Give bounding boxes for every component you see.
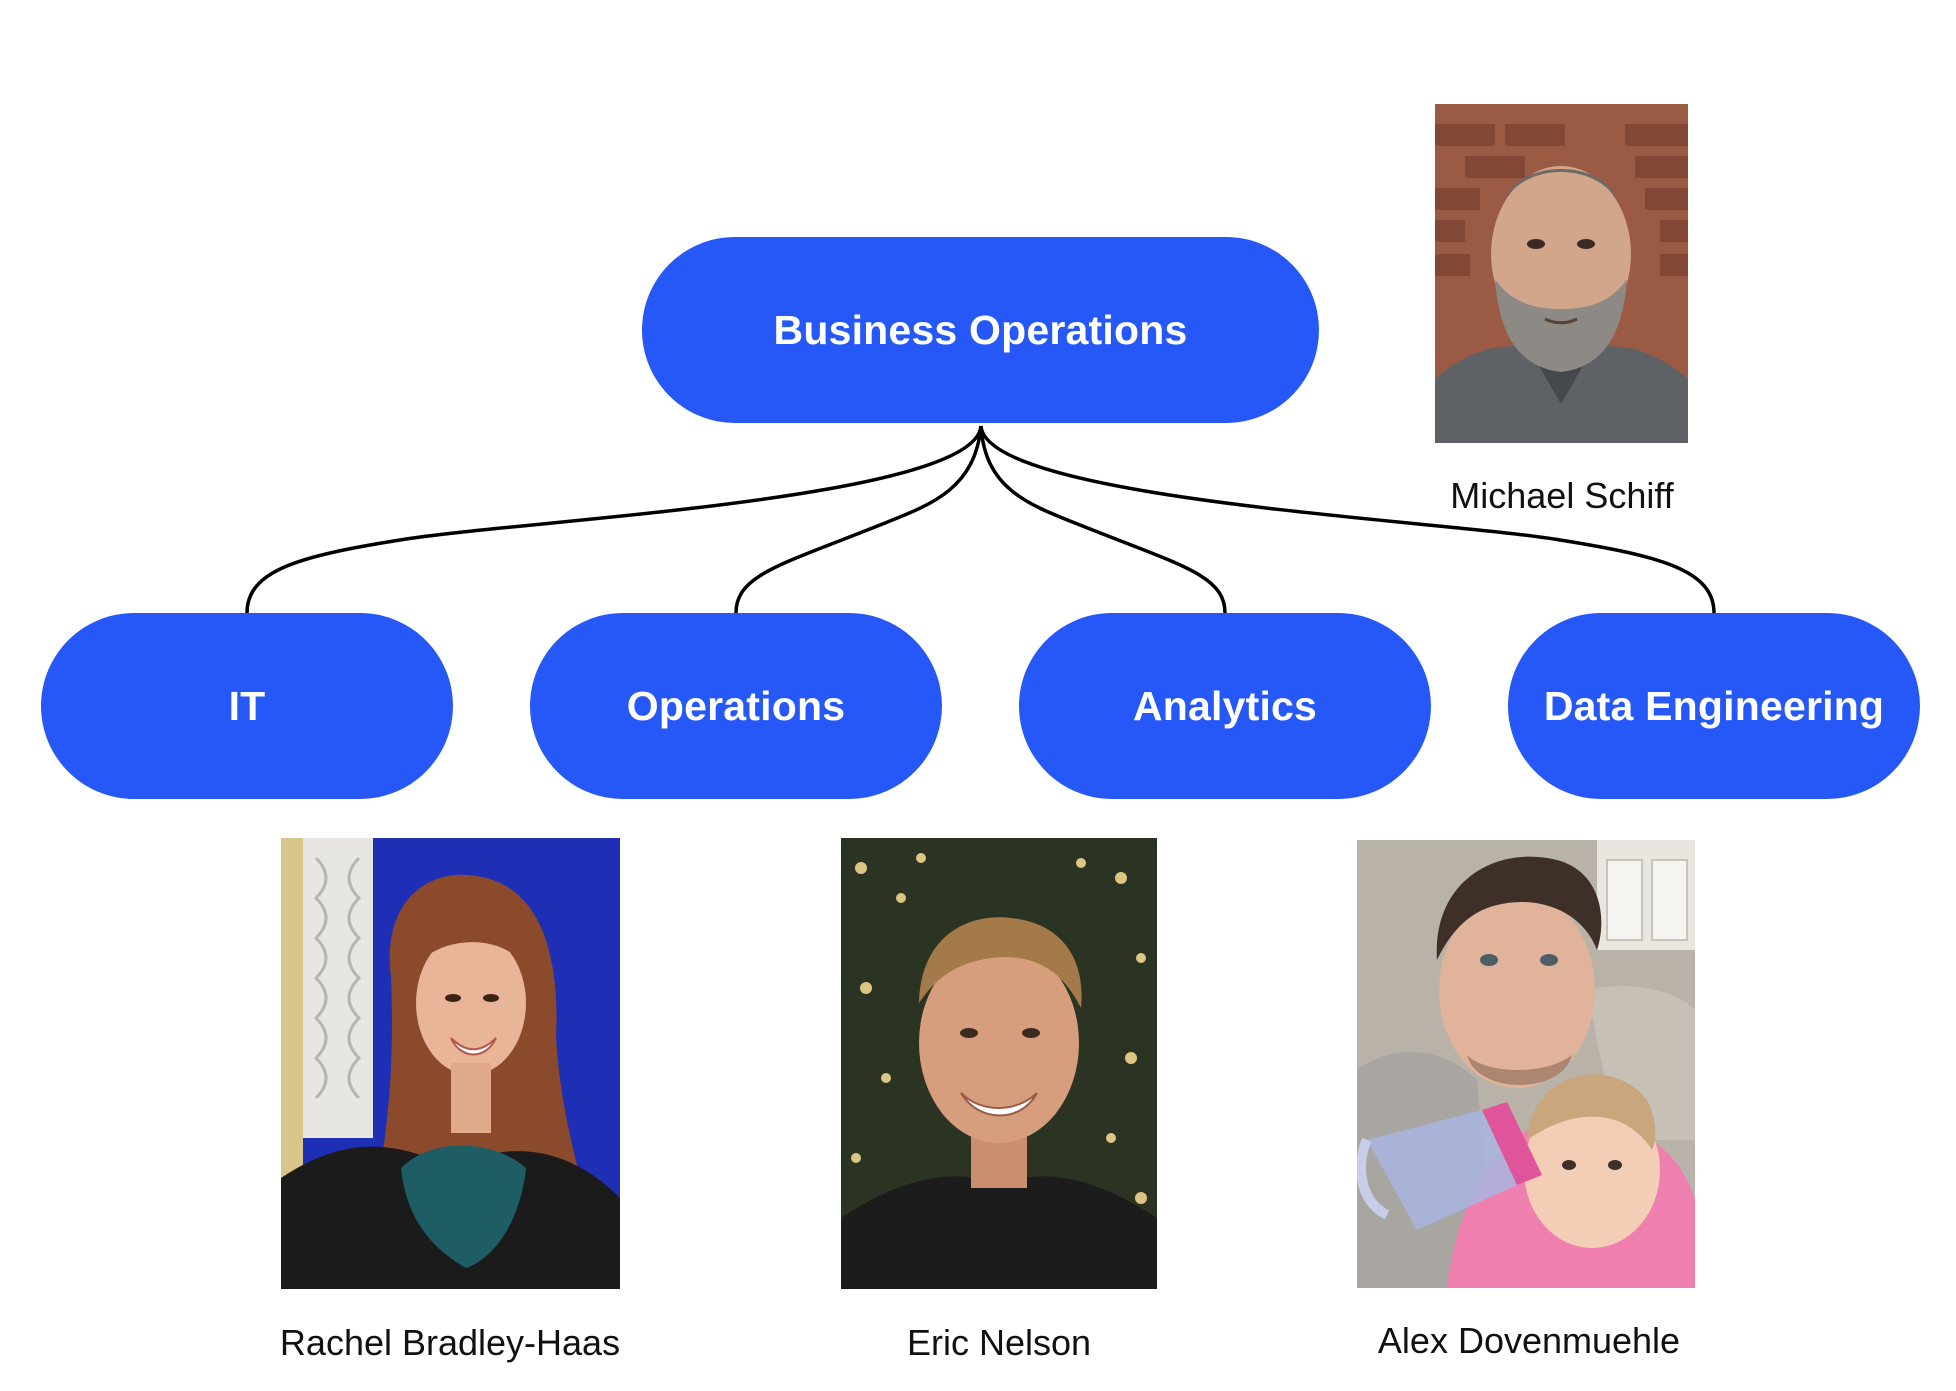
node-analytics: Analytics	[1019, 613, 1431, 799]
connector-operations	[734, 425, 983, 614]
connector-data-engineering	[979, 425, 1716, 614]
node-operations: Operations	[530, 613, 942, 799]
node-data-engineering: Data Engineering	[1508, 613, 1920, 799]
node-label: Data Engineering	[1543, 682, 1885, 729]
photo-michael-schiff	[1435, 104, 1688, 443]
node-label: Business Operations	[773, 306, 1188, 353]
node-label: Operations	[626, 682, 846, 729]
node-business-operations: Business Operations	[642, 237, 1319, 423]
connector-it	[245, 425, 983, 614]
name-rachel-bradley-haas: Rachel Bradley-Haas	[279, 1322, 621, 1363]
node-label: Analytics	[1132, 682, 1318, 729]
node-label: IT	[228, 682, 266, 729]
name-eric-nelson: Eric Nelson	[906, 1322, 1092, 1363]
photo-alex-dovenmuehle	[1357, 840, 1695, 1288]
name-alex-dovenmuehle: Alex Dovenmuehle	[1377, 1320, 1681, 1361]
photo-eric-nelson	[841, 838, 1157, 1289]
name-michael-schiff: Michael Schiff	[1450, 475, 1674, 516]
connector-analytics	[979, 425, 1227, 614]
node-it: IT	[41, 613, 453, 799]
photo-rachel-bradley-haas	[281, 838, 620, 1289]
